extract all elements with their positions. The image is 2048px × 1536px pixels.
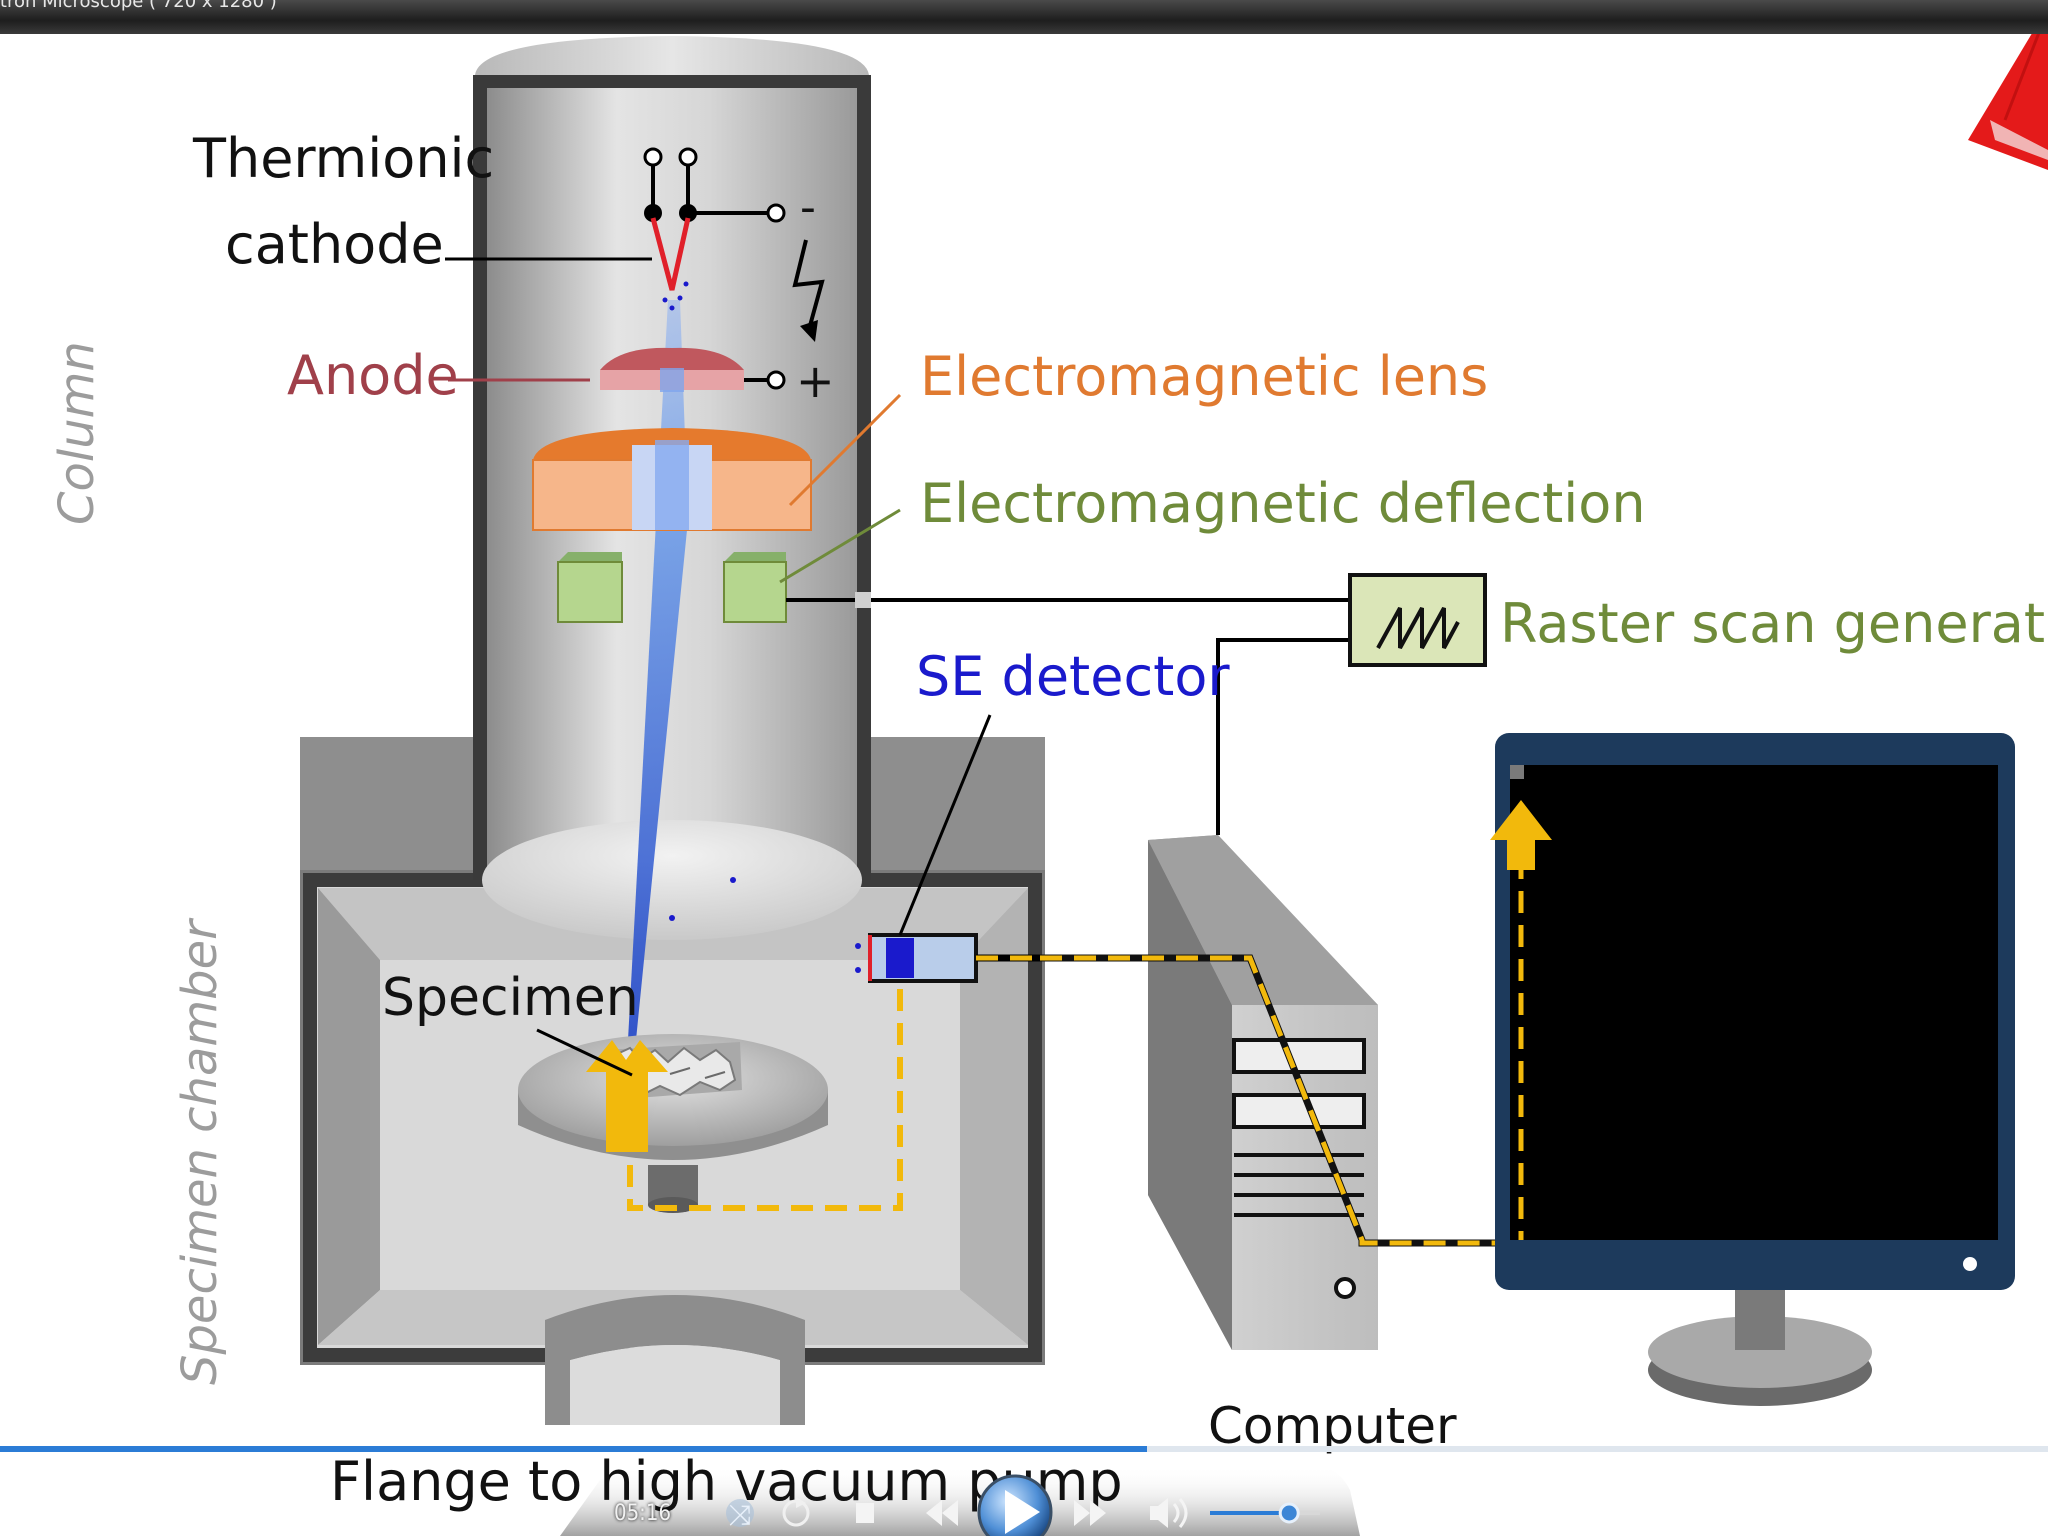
label-specimen-chamber: Specimen chamber	[172, 917, 228, 1385]
svg-text:⤨: ⤨	[729, 1498, 751, 1531]
label-em-deflection: Electromagnetic deflection	[920, 472, 1646, 535]
anode	[600, 347, 786, 392]
play-button[interactable]	[977, 1474, 1053, 1536]
window-title: ctron Microscope ( 720 x 1280 )	[0, 0, 277, 12]
label-cathode-2: cathode	[225, 213, 444, 276]
signal-path-chamber	[627, 962, 903, 1211]
volume-button[interactable]	[1150, 1498, 1188, 1528]
label-se-detector: SE detector	[916, 645, 1230, 708]
label-anode: Anode	[287, 344, 459, 407]
scan-wiring	[786, 592, 1350, 835]
label-em-lens: Electromagnetic lens	[920, 345, 1488, 408]
rewind-button[interactable]	[926, 1500, 958, 1526]
label-computer: Computer	[1208, 1397, 1457, 1455]
seek-bar[interactable]	[0, 1446, 2048, 1452]
monitor	[1490, 733, 2015, 1406]
switch-view-icon: ⤨	[726, 1498, 754, 1531]
stop-icon	[856, 1503, 874, 1523]
playback-time: 05:16	[614, 1501, 672, 1526]
corner-logo-icon	[1968, 20, 2048, 170]
play-icon	[977, 1474, 1053, 1536]
label-cathode-1: Thermionic	[192, 127, 494, 190]
window-title-bar: ctron Microscope ( 720 x 1280 )	[0, 0, 2048, 34]
thermionic-cathode	[643, 147, 825, 342]
switch-view-button[interactable]: ⤨	[726, 1498, 754, 1531]
stop-button[interactable]	[856, 1503, 874, 1523]
deflection-coils	[557, 552, 787, 623]
specimen-chamber	[300, 737, 1045, 1425]
label-raster: Raster scan generator	[1500, 592, 2048, 655]
label-minus: -	[800, 182, 816, 233]
volume-icon	[1150, 1498, 1188, 1528]
fast-forward-icon	[1074, 1500, 1106, 1526]
electromagnetic-lens	[532, 428, 812, 531]
volume-slider-thumb[interactable]	[1278, 1502, 1300, 1524]
fast-forward-button[interactable]	[1074, 1500, 1106, 1526]
leader-lines	[445, 257, 902, 1077]
label-plus: +	[796, 354, 835, 408]
repeat-icon	[782, 1497, 810, 1527]
se-detector	[669, 714, 1040, 983]
label-specimen: Specimen	[382, 968, 639, 1028]
repeat-button[interactable]	[782, 1497, 810, 1527]
signal-path-computer	[1040, 954, 1520, 1247]
computer-tower	[1148, 835, 1378, 1350]
specimen-stage	[518, 1034, 828, 1213]
raster-scan-generator	[1348, 573, 1487, 667]
volume-slider[interactable]	[1210, 1502, 1320, 1524]
rewind-icon	[926, 1500, 958, 1526]
seek-progress	[0, 1446, 1147, 1452]
label-column: Column	[49, 341, 105, 525]
